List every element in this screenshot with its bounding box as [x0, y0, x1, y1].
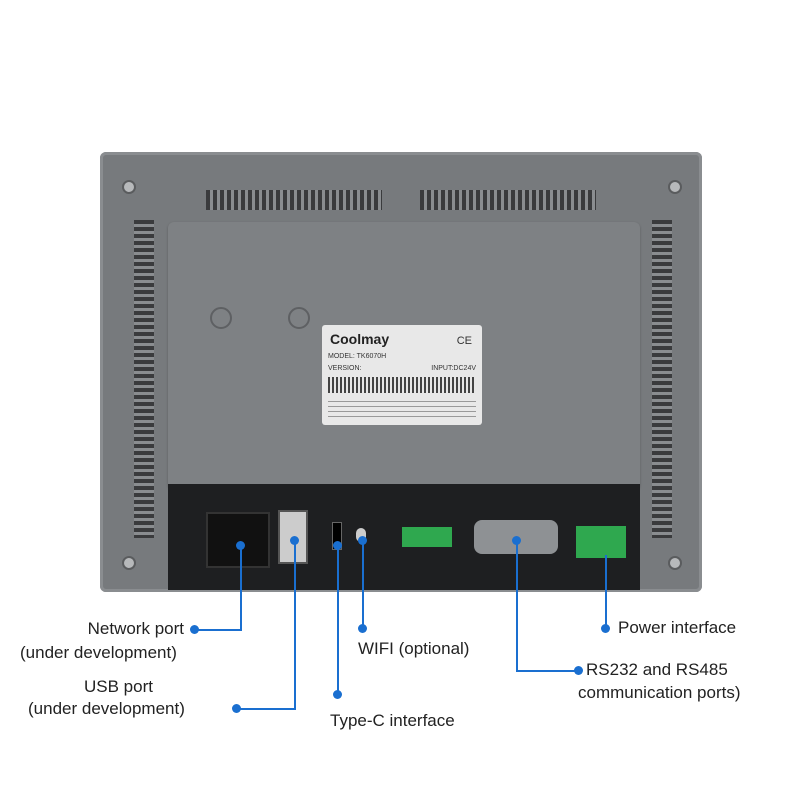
- usb-port-note: (under development): [28, 699, 185, 718]
- power-label: Power interface: [618, 618, 737, 637]
- network-port-note: (under development): [20, 643, 177, 662]
- ce-mark: CE: [456, 335, 472, 347]
- usb-port: [278, 510, 308, 564]
- screw-icon: [122, 180, 136, 194]
- typec-label: Type-C interface: [330, 711, 455, 730]
- rs485-terminal: [402, 527, 452, 547]
- wifi-antenna-port: [356, 528, 366, 542]
- screw-icon: [668, 180, 682, 194]
- screw-icon: [668, 556, 682, 570]
- barcode: [328, 377, 476, 393]
- brand-logo: Coolmay: [330, 331, 390, 347]
- vent-right: [652, 220, 672, 538]
- rs-ports-note: communication ports): [578, 683, 741, 702]
- vent-top-right: [420, 190, 596, 210]
- hole: [288, 307, 310, 329]
- usb-port-label: USB port: [84, 677, 153, 696]
- version-text: VERSION:: [328, 365, 362, 372]
- input-text: INPUT:DC24V: [431, 365, 476, 372]
- screw-icon: [122, 556, 136, 570]
- vent-top-left: [206, 190, 382, 210]
- network-port: [206, 512, 270, 568]
- rs-ports-label: RS232 and RS485: [586, 660, 728, 679]
- fine-print: [328, 401, 476, 419]
- model-text: MODEL: TK6070H: [328, 353, 387, 360]
- power-terminal: [576, 526, 626, 558]
- wifi-label: WIFI (optional): [358, 639, 470, 658]
- network-port-label: Network port: [87, 619, 184, 638]
- device-label: Coolmay CE MODEL: TK6070H VERSION: INPUT…: [322, 325, 482, 425]
- vent-left: [134, 220, 154, 538]
- hole: [210, 307, 232, 329]
